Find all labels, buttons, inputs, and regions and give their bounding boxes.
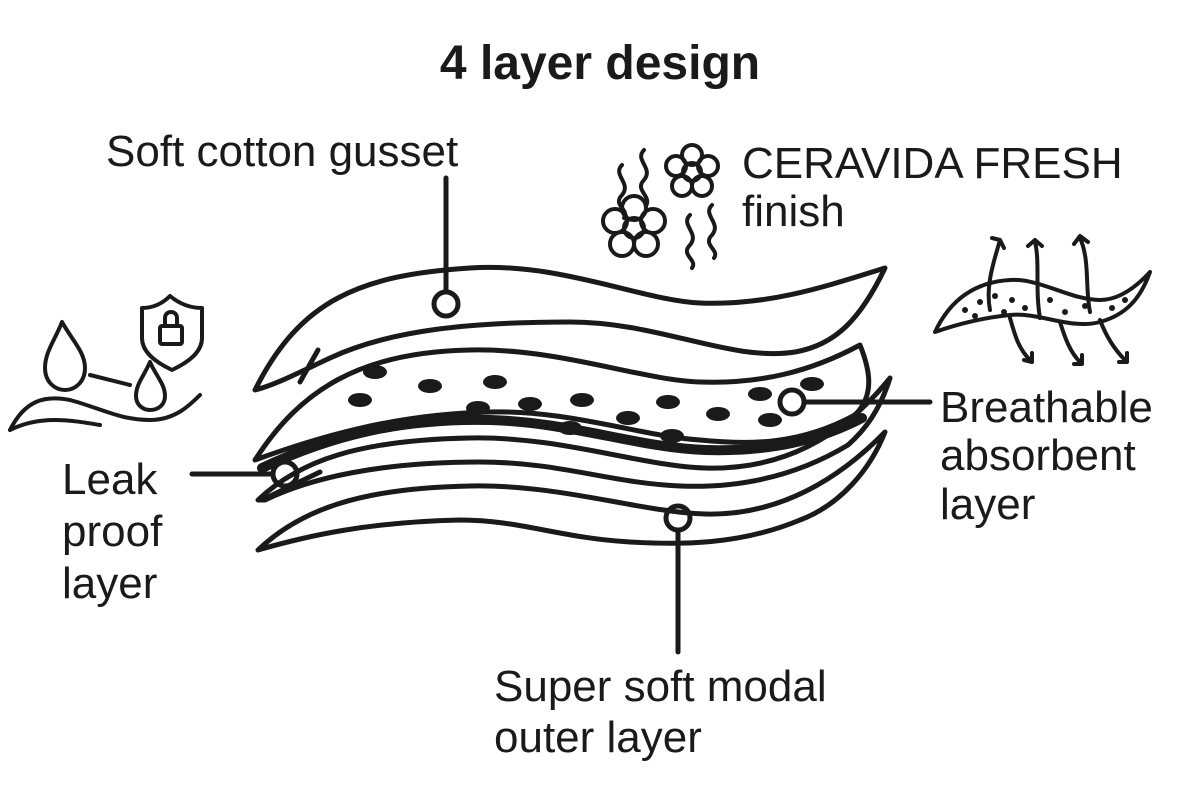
absorbent-layer — [252, 342, 872, 473]
water-drops-shield-icon — [8, 294, 204, 432]
breathable-airflow-icon — [933, 234, 1152, 366]
breathable-label-line3: layer — [940, 479, 1036, 529]
diagram-title: 4 layer design — [439, 37, 761, 90]
fresh-finish-label-line2: finish — [742, 187, 845, 237]
leak-proof-label: Leak proof layer — [62, 454, 162, 610]
modal-label-line1: Super soft modal — [494, 662, 827, 711]
fresh-finish-label-line1: CERAVIDA FRESH — [742, 139, 1123, 188]
absorbent-dots — [348, 365, 824, 443]
leak-proof-label-line3: layer — [62, 558, 158, 608]
leak-proof-label-line1: Leak — [62, 455, 158, 504]
breathable-label: Breathable absorbent layer — [940, 383, 1153, 529]
gusset-label: Soft cotton gusset — [106, 127, 459, 176]
modal-label-line2: outer layer — [494, 712, 702, 762]
breathable-label-line2: absorbent — [940, 431, 1136, 481]
fresh-finish-label: CERAVIDA FRESH finish — [742, 139, 1123, 237]
breathable-label-line1: Breathable — [940, 383, 1153, 432]
modal-label: Super soft modal outer layer — [494, 662, 827, 763]
callout-lines — [189, 175, 933, 655]
gusset-layer — [252, 264, 888, 393]
leak-proof-layer — [255, 375, 893, 503]
flower-scent-icon — [601, 143, 720, 270]
leak-proof-label-line2: proof — [62, 506, 163, 556]
